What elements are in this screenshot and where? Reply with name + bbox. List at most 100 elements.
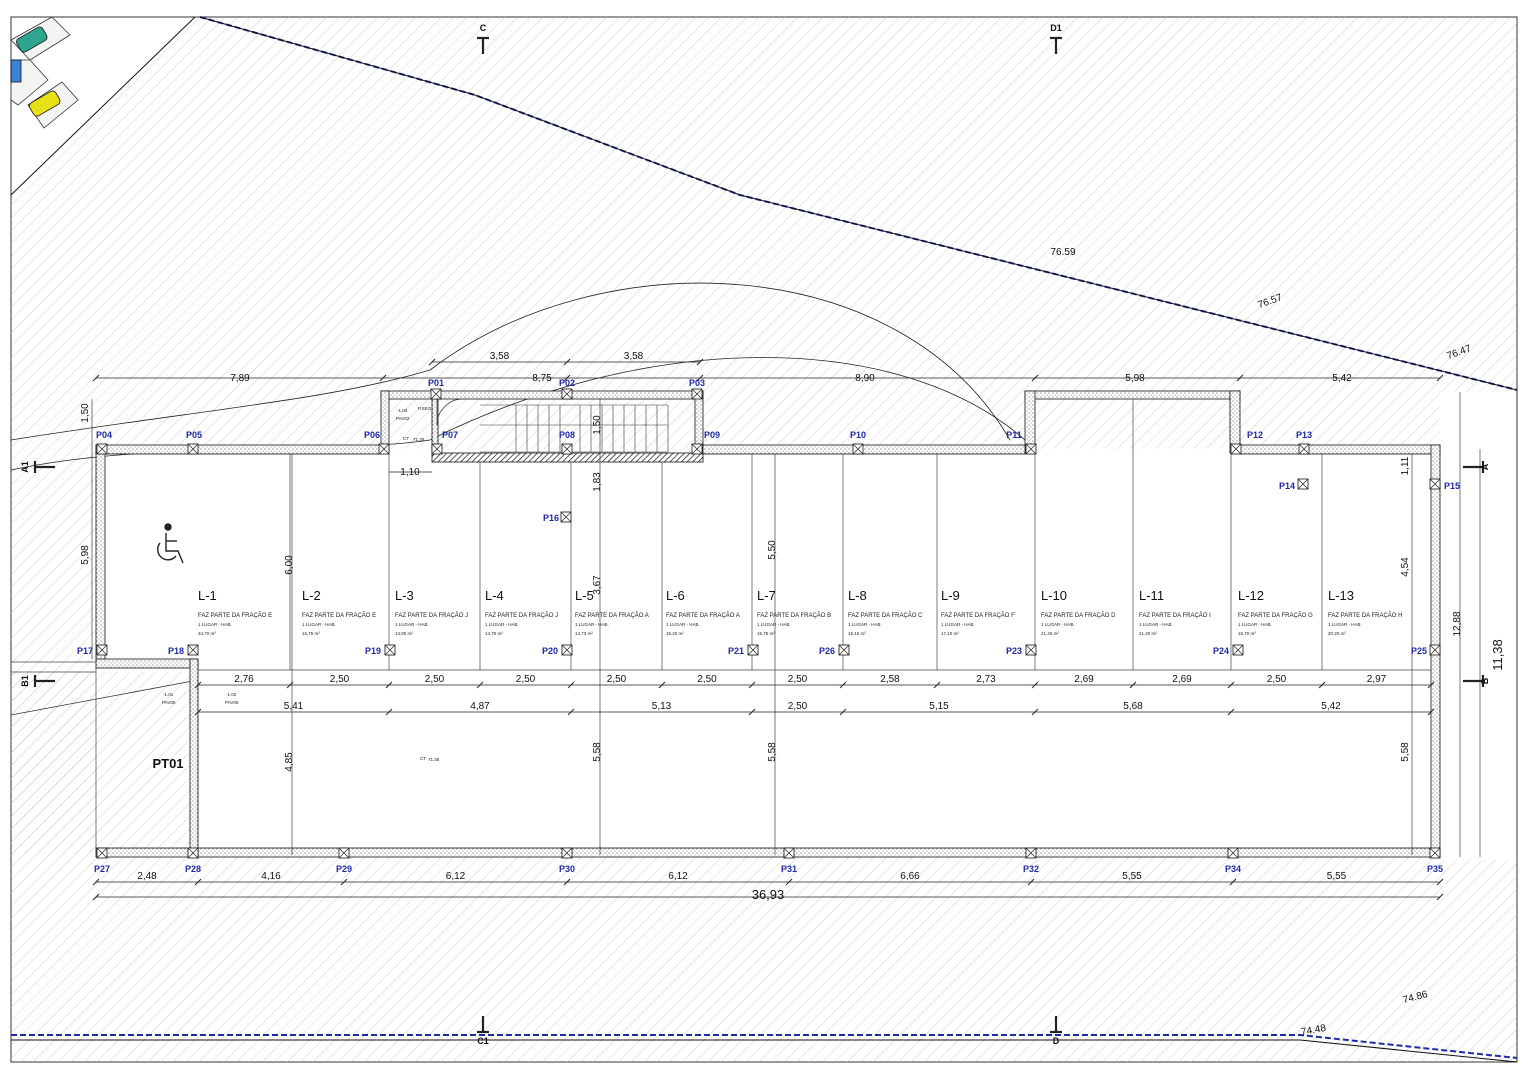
pillar-label-p06: P06 (364, 430, 380, 440)
dim-vertical-label: 5,58 (767, 742, 778, 762)
pillar-cross (431, 443, 443, 455)
section-label-c: C (480, 23, 487, 33)
pillar-cross (1429, 847, 1441, 859)
lot-fraction: FAZ PARTE DA FRAÇÃO J (485, 612, 558, 619)
pillar-cross (187, 644, 199, 656)
pav-level: -1.02 (226, 692, 237, 697)
pillar-cross (1429, 644, 1441, 656)
lot-name-l-11: L-11 (1139, 588, 1164, 603)
boundary-south-edge (11, 1039, 1518, 1063)
dimension-tick (696, 374, 704, 382)
pillar-cross (96, 644, 108, 656)
dim-top-label: 5,42 (1332, 373, 1352, 384)
dimension-tick (1427, 708, 1435, 716)
wheelchair-icon (157, 523, 184, 564)
stair-tower (380, 390, 704, 463)
section-label-b1: B1 (20, 675, 30, 687)
dimension-tick (658, 681, 666, 689)
pillar-cross (1227, 847, 1239, 859)
pillar-label-p24: P24 (1213, 646, 1229, 656)
elevation-label: 76.59 (1050, 247, 1075, 258)
dimension-tick (563, 374, 571, 382)
dimension-tick (1031, 374, 1039, 382)
dimension-tick (385, 681, 393, 689)
lot-name-l-2: L-2 (302, 588, 321, 603)
lot-area: 14,90 m² (395, 631, 413, 636)
boundary-west (10, 16, 196, 196)
dim-mid-label: 4,87 (470, 701, 490, 712)
pillar-cross (96, 443, 108, 455)
dim-bays-label: 2,50 (1267, 674, 1287, 685)
lot-name-l-3: L-3 (395, 588, 414, 603)
dimension-tick (428, 358, 436, 366)
pillar-label-p28: P28 (185, 864, 201, 874)
lot-name-l-9: L-9 (941, 588, 960, 603)
boundary-north-edge (199, 16, 1518, 391)
pillar-label-p25: P25 (1411, 646, 1427, 656)
lot-area: 21,40 m² (1041, 631, 1059, 636)
lot-area: 17,10 m² (941, 631, 959, 636)
parking-cars (10, 16, 79, 129)
dim-vertical-label: 5,58 (592, 742, 603, 762)
pillar-cross (1025, 443, 1037, 455)
lot-fraction: FAZ PARTE DA FRAÇÃO A (575, 612, 649, 619)
pillar-cross (1025, 847, 1037, 859)
lot-use: 1 LUGAR - HAB. (1238, 622, 1272, 627)
pillar-cross (430, 388, 442, 400)
pillar-label-p35: P35 (1427, 864, 1443, 874)
pillar-label-p04: P04 (96, 430, 112, 440)
lot-use: 1 LUGAR - HAB. (1139, 622, 1173, 627)
dim-vertical-label: 3,67 (592, 575, 603, 595)
dimension-tick (1436, 893, 1444, 901)
lot-use: 1 LUGAR - HAB. (198, 622, 232, 627)
main-ct: 71.35 (428, 757, 440, 762)
main-ct-prefix: CT (420, 756, 426, 761)
pillar-label-p32: P32 (1023, 864, 1039, 874)
pillar-cross (187, 847, 199, 859)
pav-level: -1.01 (163, 692, 174, 697)
lot-fraction: FAZ PARTE DA FRAÇÃO H (1328, 612, 1402, 619)
pav-name: PAV06 (225, 700, 239, 705)
dim-vertical-label: 4,85 (284, 752, 295, 772)
lot-name-l-5: L-5 (575, 588, 594, 603)
dim-bays-label: 2,50 (330, 674, 350, 685)
dimension-tick (340, 878, 348, 886)
pillar-cross (691, 443, 703, 455)
stair-safety: P.SEG (418, 406, 432, 411)
dimension-tick (563, 878, 571, 886)
pillar-label-p01: P01 (428, 378, 444, 388)
lot-name-l-12: L-12 (1238, 588, 1264, 603)
stair-ct-prefix: CT (403, 436, 409, 441)
dim-top-row-label: 3,58 (490, 351, 510, 362)
dim-vertical-label: 1,11 (1400, 456, 1411, 475)
pillar-label-p20: P20 (542, 646, 558, 656)
pillar-label-p07: P07 (442, 430, 458, 440)
dimension-tick (785, 878, 793, 886)
dimension-tick (567, 708, 575, 716)
dim-bays-label: 2,76 (234, 674, 254, 685)
dimension-tick (1427, 681, 1435, 689)
lot-use: 1 LUGAR - HAB. (395, 622, 429, 627)
pav-name: PAV05 (162, 700, 176, 705)
lot-area: 14,73 m² (575, 631, 593, 636)
stair-level: -1.03 (397, 408, 408, 413)
pillar-cross (1025, 644, 1037, 656)
lot-use: 1 LUGAR - HAB. (666, 622, 700, 627)
dim-bottom-label: 6,12 (668, 871, 688, 882)
lot-use: 1 LUGAR - HAB. (485, 622, 519, 627)
lot-fraction: FAZ PARTE DA FRAÇÃO B (757, 612, 831, 619)
pillar-label-p27: P27 (94, 864, 110, 874)
dim-bottom-label: 2,48 (137, 871, 157, 882)
zone-label: PT01 (152, 756, 183, 771)
dim-bottom-label: 4,16 (261, 871, 281, 882)
pillar-label-p21: P21 (728, 646, 744, 656)
dim-vertical-label: 1,50 (592, 415, 603, 435)
pillar-cross (783, 847, 795, 859)
ramp-hatch (11, 672, 198, 854)
pillar-label-p11: P11 (1006, 430, 1022, 440)
projection-box (1024, 390, 1241, 454)
pillar-cross (561, 388, 573, 400)
dim-bays-label: 2,50 (607, 674, 627, 685)
